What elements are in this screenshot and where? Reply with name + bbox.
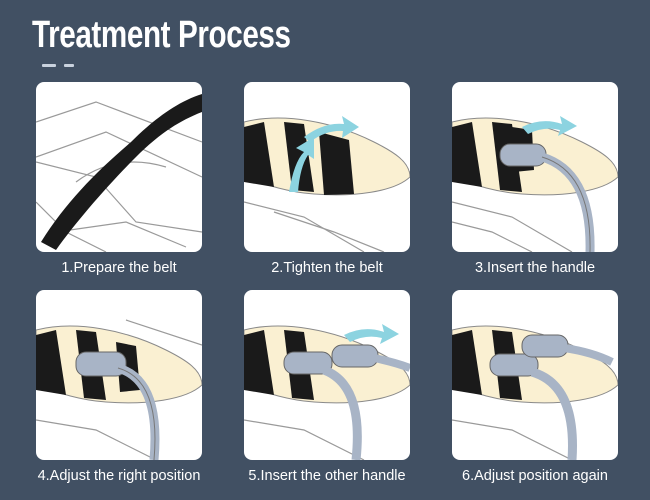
arrow-right bbox=[304, 116, 359, 142]
step-3-caption: 3.Insert the handle bbox=[474, 260, 596, 276]
step-1-illustration: document.currentScript.parentElement.que… bbox=[36, 82, 202, 252]
step-5-caption: 5.Insert the other handle bbox=[248, 468, 406, 484]
handle-applicator bbox=[499, 143, 547, 167]
belt-strap bbox=[41, 94, 202, 250]
step-1-caption: 1.Prepare the belt bbox=[61, 260, 177, 276]
arrow-up bbox=[289, 137, 314, 192]
step-3-illustration bbox=[452, 82, 618, 252]
step-2-caption: 2.Tighten the belt bbox=[271, 260, 383, 276]
step-6-illustration bbox=[452, 290, 618, 460]
step-4-illustration bbox=[36, 290, 202, 460]
page-title: Treatment Process bbox=[32, 14, 291, 56]
step-5-illustration bbox=[244, 290, 410, 460]
step-4-caption: 4.Adjust the right position bbox=[37, 468, 201, 484]
step-6-caption: 6.Adjust position again bbox=[462, 468, 608, 484]
step-2-illustration bbox=[244, 82, 410, 252]
